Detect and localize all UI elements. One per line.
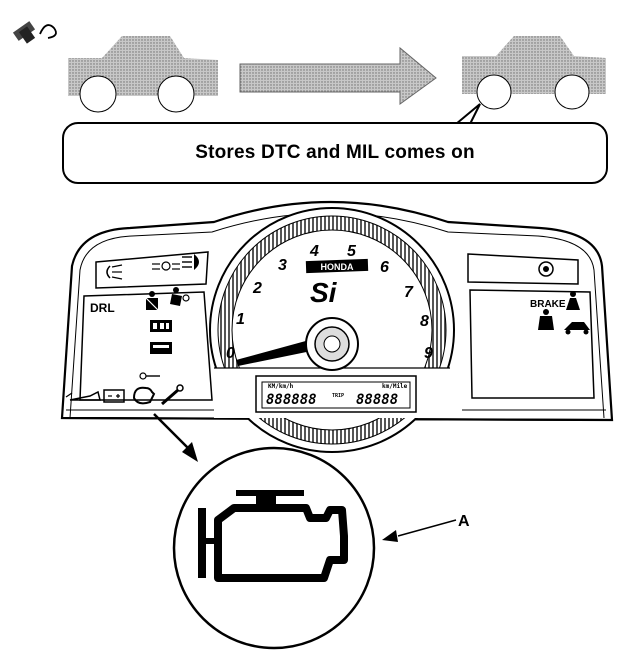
indicator-box-1 xyxy=(150,320,172,332)
gauge-number-6: 6 xyxy=(380,259,389,276)
tach-needle xyxy=(236,317,359,371)
gauge-number-8: 8 xyxy=(420,313,429,330)
odometer-trip: TRIP xyxy=(332,393,344,399)
brake-label: BRAKE xyxy=(530,299,566,310)
gauge-banner: HONDA xyxy=(321,262,354,272)
wrench-icon xyxy=(161,384,184,406)
arrow-right-icon xyxy=(239,46,437,105)
gauge-banner-bg xyxy=(305,258,369,274)
callout-pointer xyxy=(455,103,481,125)
gauge-number-0: 0 xyxy=(226,345,235,362)
indicator-box-2 xyxy=(150,342,172,354)
gauge-number-9: 9 xyxy=(424,345,433,362)
car-skid-icon xyxy=(564,322,590,335)
battery-icon xyxy=(103,389,125,403)
instrument-cluster xyxy=(60,200,614,453)
check-engine-icon-small xyxy=(132,386,156,405)
car-icon-right xyxy=(462,36,606,110)
high-beam-icon xyxy=(182,254,199,270)
gauge-number-1: 1 xyxy=(236,311,245,328)
odometer-unit-left: KM/km/h xyxy=(268,383,294,390)
seatbelt-passenger-icon xyxy=(566,291,580,310)
gauge-badge: Si xyxy=(310,277,338,308)
seatbelt-icon xyxy=(145,291,159,311)
headlight-icon xyxy=(152,261,180,271)
gauge-number-4: 4 xyxy=(309,243,319,260)
airbag-icon xyxy=(170,287,190,306)
callout-box: Stores DTC and MIL comes on xyxy=(62,122,608,184)
odometer-unit-right: km/Mile xyxy=(382,383,408,390)
pointer-arrow xyxy=(153,413,198,462)
ignition-key-icon xyxy=(12,21,57,44)
gauge-number-3: 3 xyxy=(278,257,287,274)
gauge-number-7: 7 xyxy=(404,284,414,301)
gauge-number-2: 2 xyxy=(252,280,262,297)
check-engine-icon xyxy=(198,490,348,582)
callout-text: Stores DTC and MIL comes on xyxy=(195,142,475,163)
door-open-icon xyxy=(538,309,554,330)
cruise-icon xyxy=(538,261,554,277)
gauge-number-5: 5 xyxy=(347,243,357,260)
label-a-leader xyxy=(382,519,457,542)
ignition-key-small-icon xyxy=(139,372,160,380)
drl-label: DRL xyxy=(90,301,115,315)
oil-pressure-icon xyxy=(65,390,101,401)
label-a: A xyxy=(458,513,470,530)
odometer-readout-right: 88888 xyxy=(356,392,398,408)
fog-light-icon xyxy=(106,264,123,280)
odometer-readout-left: 888888 xyxy=(266,392,317,408)
car-icon-left xyxy=(68,36,218,113)
